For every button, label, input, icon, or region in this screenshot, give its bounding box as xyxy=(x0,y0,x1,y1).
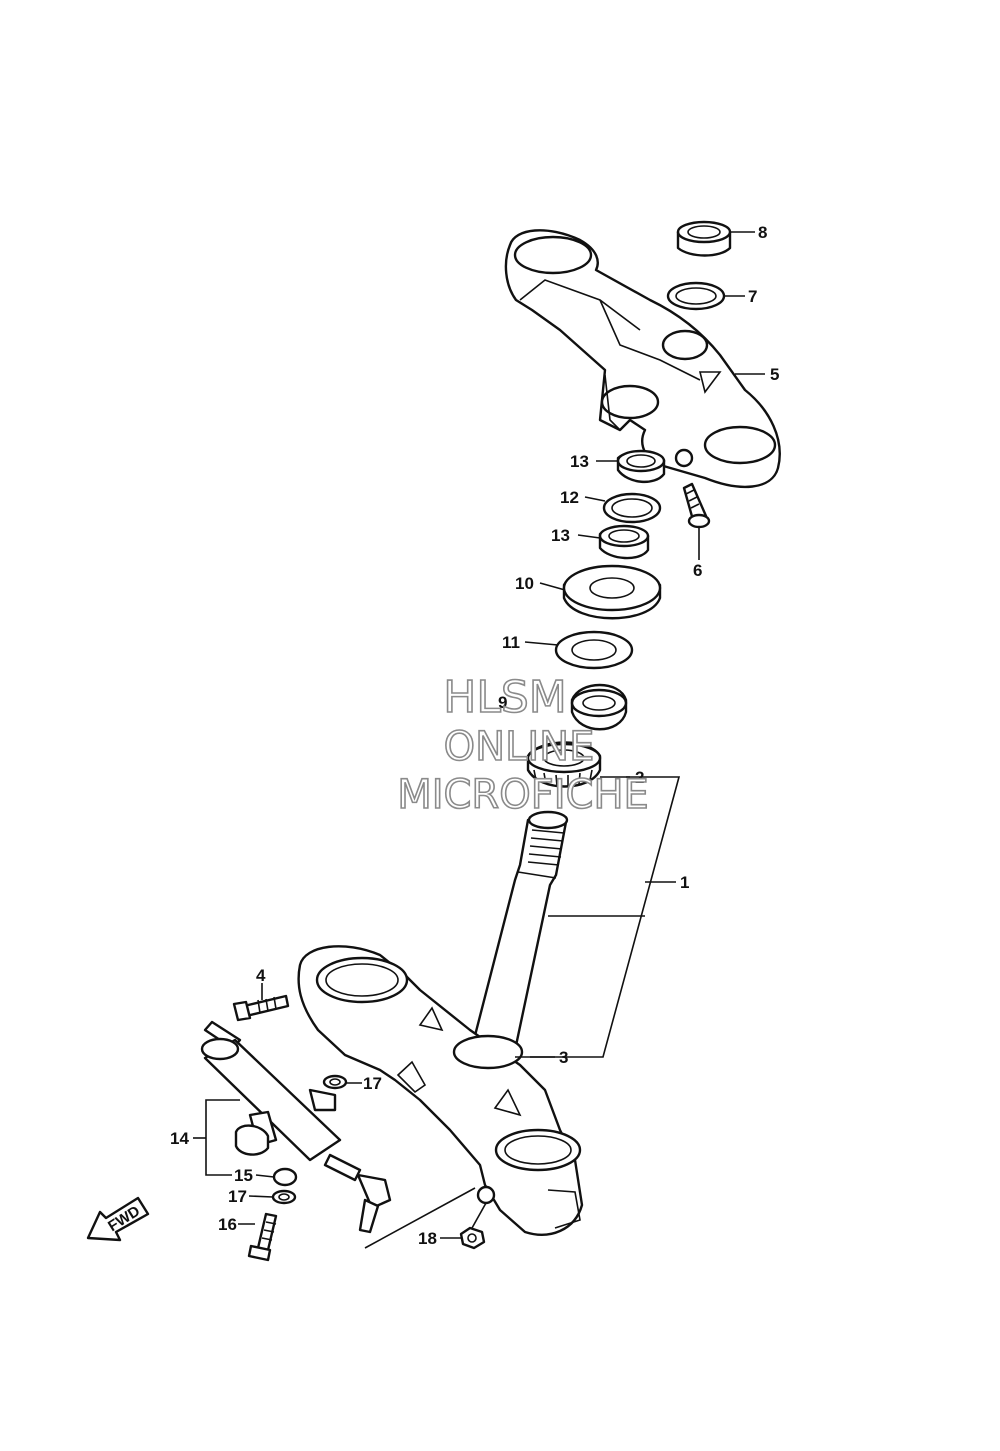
bolt-6-part xyxy=(682,482,711,529)
callout-3: 3 xyxy=(559,1048,568,1067)
locknut-13-lower-part xyxy=(598,524,650,560)
nut-8-part xyxy=(676,220,732,257)
callout-13-upper: 13 xyxy=(570,452,589,471)
washer-12-part xyxy=(602,492,662,524)
steering-damper-part xyxy=(200,1020,392,1234)
callout-14: 14 xyxy=(170,1129,189,1148)
callout-2: 2 xyxy=(635,768,644,787)
callout-5: 5 xyxy=(770,365,779,384)
callout-16: 16 xyxy=(218,1215,237,1234)
lower-bracket-part xyxy=(297,945,584,1236)
washer-17-lower-part xyxy=(271,1189,297,1205)
bearing-2-part xyxy=(526,741,602,788)
callout-7: 7 xyxy=(748,287,757,306)
leader-lines xyxy=(193,231,765,1249)
callout-4: 4 xyxy=(256,966,266,985)
callout-11: 11 xyxy=(502,633,520,652)
bearing-9-part xyxy=(570,683,628,731)
callout-18: 18 xyxy=(418,1229,437,1248)
callout-17-upper: 17 xyxy=(363,1074,382,1093)
callout-9: 9 xyxy=(498,693,507,712)
callout-labels: 8 7 5 13 12 13 6 10 11 9 2 1 3 4 17 14 1… xyxy=(170,223,779,1248)
callout-10: 10 xyxy=(515,574,534,593)
nut-18-part xyxy=(459,1226,486,1250)
bolt-16-part xyxy=(247,1212,278,1262)
watermark-line-2: ONLINE xyxy=(444,724,595,770)
callout-15: 15 xyxy=(234,1166,253,1185)
callout-1: 1 xyxy=(680,873,689,892)
callout-8: 8 xyxy=(758,223,767,242)
locknut-13-upper-part xyxy=(616,449,666,483)
bolt-4-part xyxy=(232,994,290,1022)
steering-stem-part xyxy=(468,810,569,1057)
watermark: HLSM ONLINE MICROFICHE xyxy=(396,671,649,819)
dust-seal-10-part xyxy=(562,564,662,620)
upper-bracket-part xyxy=(504,229,781,489)
callout-6: 6 xyxy=(693,561,702,580)
washer-11-part xyxy=(554,630,634,670)
fwd-arrow-icon: FWD xyxy=(86,1196,150,1242)
callout-12: 12 xyxy=(560,488,579,507)
washer-17-upper-part xyxy=(322,1074,348,1090)
watermark-line-1: HLSM xyxy=(443,672,567,723)
callout-13-lower: 13 xyxy=(551,526,570,545)
washer-7-part xyxy=(666,281,726,311)
callout-17-lower: 17 xyxy=(228,1187,247,1206)
watermark-line-3: MICROFICHE xyxy=(397,772,649,818)
collar-15-part xyxy=(272,1167,298,1187)
